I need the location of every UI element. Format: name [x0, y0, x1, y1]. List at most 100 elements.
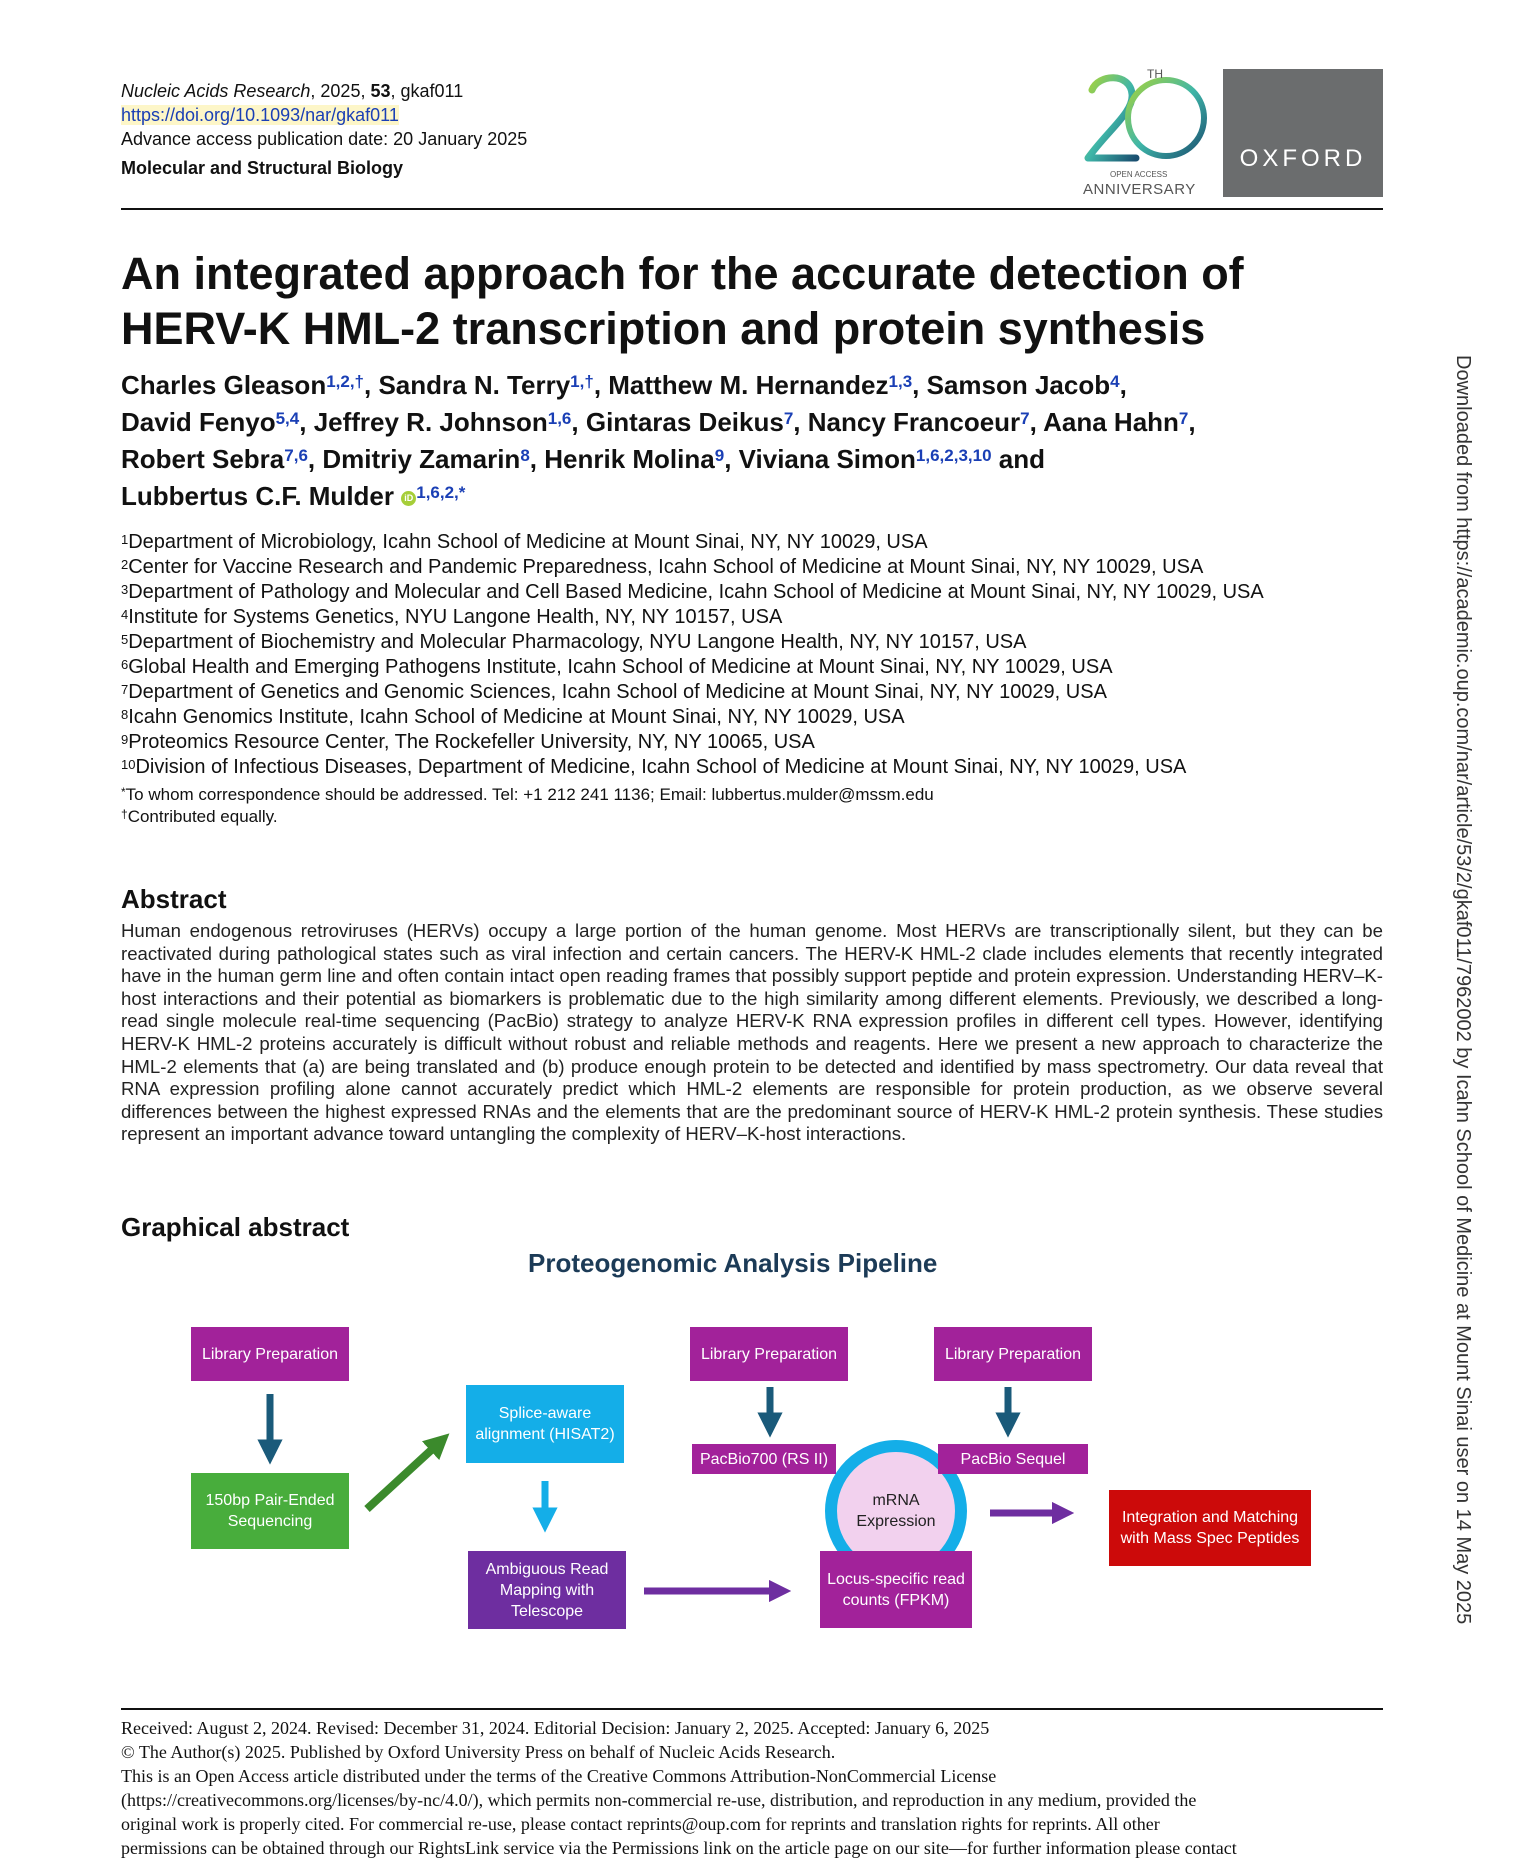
author-sep: ,: [1188, 407, 1196, 437]
mrna-expression-label: mRNA Expression: [856, 1492, 936, 1530]
sequencing-box: 150bp Pair-Ended Sequencing: [191, 1473, 349, 1549]
article-id: , gkaf011: [390, 81, 464, 101]
author-sep: ,: [593, 370, 609, 400]
arrow-seq-to-splice: [364, 1433, 450, 1512]
pacbio700-box: PacBio700 (RS II): [692, 1444, 836, 1474]
author-affil-ref[interactable]: 7: [783, 409, 794, 428]
author-name[interactable]: Lubbertus C.F. Mulder: [121, 481, 394, 511]
affil-num: 6: [121, 657, 129, 672]
affiliation: 10Division of Infectious Diseases, Depar…: [121, 755, 1391, 780]
library-prep-box-2: Library Preparation: [690, 1327, 848, 1381]
author-line-2: David Fenyo5,4, Jeffrey R. Johnson1,6, G…: [121, 404, 1281, 441]
anniversary-th: TH: [1147, 67, 1163, 81]
affiliation: 9Proteomics Resource Center, The Rockefe…: [121, 730, 1391, 755]
author-sep: ,: [1119, 370, 1127, 400]
abstract-body: Human endogenous retroviruses (HERVs) oc…: [121, 920, 1383, 1145]
affil-num: 5: [121, 632, 129, 647]
pipeline-title: Proteogenomic Analysis Pipeline: [528, 1248, 938, 1278]
license-line: (https://creativecommons.org/licenses/by…: [121, 1790, 1197, 1810]
article-footer: Received: August 2, 2024. Revised: Decem…: [121, 1716, 1383, 1866]
author-sep: and: [991, 444, 1045, 474]
author-name[interactable]: Jeffrey R. Johnson: [313, 407, 548, 437]
anniversary-small: OPEN ACCESS: [1110, 170, 1168, 179]
author-affil-ref[interactable]: 1,6,2,3,10: [915, 446, 992, 465]
volume: 53: [370, 81, 391, 101]
journal-name: Nucleic Acids Research: [121, 81, 311, 101]
author-affil-ref[interactable]: 1,2,†: [326, 372, 365, 391]
affil-text: Division of Infectious Diseases, Departm…: [135, 756, 1187, 778]
author-affil-ref[interactable]: 1,6: [547, 409, 572, 428]
orcid-icon[interactable]: iD: [401, 490, 417, 506]
author-affil-ref[interactable]: 7,6: [284, 446, 308, 465]
doi-link[interactable]: https://doi.org/10.1093/nar/gkaf011: [121, 105, 399, 125]
affil-text: Institute for Systems Genetics, NYU Lang…: [128, 606, 783, 628]
author-name[interactable]: Aana Hahn: [1043, 407, 1179, 437]
author-affil-ref[interactable]: 9: [714, 446, 725, 465]
title-line-2: HERV-K HML-2 transcription and protein s…: [121, 303, 1206, 354]
author-sep: ,: [571, 407, 586, 437]
anniversary-20-icon: [1084, 74, 1207, 162]
author-name[interactable]: Gintaras Deikus: [585, 407, 784, 437]
author-name[interactable]: Henrik Molina: [544, 444, 715, 474]
affiliation: 1Department of Microbiology, Icahn Schoo…: [121, 530, 1391, 555]
author-name[interactable]: Samson Jacob: [926, 370, 1111, 400]
author-affil-ref[interactable]: 4: [1110, 372, 1120, 391]
author-affil-ref[interactable]: 1,6,2,*: [416, 483, 466, 502]
license-line: This is an Open Access article distribut…: [121, 1766, 997, 1786]
author-name[interactable]: Viviana Simon: [738, 444, 916, 474]
author-name[interactable]: Sandra N. Terry: [378, 370, 571, 400]
author-sep: ,: [299, 407, 314, 437]
author-sep: ,: [912, 370, 927, 400]
author-affil-ref[interactable]: 1,†: [570, 372, 594, 391]
author-name[interactable]: Dmitriy Zamarin: [322, 444, 521, 474]
author-name[interactable]: David Fenyo: [121, 407, 276, 437]
author-affil-ref[interactable]: 7: [1020, 409, 1030, 428]
citation-year: , 2025,: [310, 81, 371, 101]
citation-line: Nucleic Acids Research, 2025, 53, gkaf01…: [121, 80, 463, 103]
author-name[interactable]: Charles Gleason: [121, 370, 327, 400]
affil-num: 7: [121, 682, 129, 697]
splice-alignment-box: Splice-aware alignment (HISAT2): [466, 1385, 624, 1463]
author-list: Charles Gleason1,2,†, Sandra N. Terry1,†…: [121, 367, 1281, 515]
library-prep-box-1: Library Preparation: [191, 1327, 349, 1381]
author-sep: ,: [724, 444, 739, 474]
correspondence-line: *To whom correspondence should be addres…: [121, 784, 1321, 806]
author-affil-ref[interactable]: 8: [520, 446, 530, 465]
star-mark: *: [121, 785, 126, 799]
affil-num: 9: [121, 732, 129, 747]
article-title: An integrated approach for the accurate …: [121, 246, 1244, 356]
affil-text: Center for Vaccine Research and Pandemic…: [128, 556, 1204, 578]
title-line-1: An integrated approach for the accurate …: [121, 248, 1244, 299]
abstract-heading: Abstract: [121, 884, 227, 914]
affiliation-list: 1Department of Microbiology, Icahn Schoo…: [121, 530, 1391, 780]
affil-text: Proteomics Resource Center, The Rockefel…: [128, 731, 815, 753]
affil-text: Department of Genetics and Genomic Scien…: [128, 681, 1107, 703]
locus-counts-box: Locus-specific read counts (FPKM): [820, 1551, 972, 1628]
affil-text: Icahn Genomics Institute, Icahn School o…: [128, 706, 905, 728]
affiliation: 6Global Health and Emerging Pathogens In…: [121, 655, 1391, 680]
pacbio-sequel-box: PacBio Sequel: [938, 1444, 1088, 1474]
author-affil-ref[interactable]: 5,4: [275, 409, 300, 428]
header-rule: [121, 208, 1383, 210]
affil-num: 1: [121, 532, 129, 547]
author-line-1: Charles Gleason1,2,†, Sandra N. Terry1,†…: [121, 367, 1281, 404]
author-affil-ref[interactable]: 7: [1178, 409, 1189, 428]
affiliation: 5Department of Biochemistry and Molecula…: [121, 630, 1391, 655]
equal-text: Contributed equally.: [127, 807, 278, 826]
graphical-abstract-heading: Graphical abstract: [121, 1212, 350, 1242]
section-label: Molecular and Structural Biology: [121, 158, 404, 178]
affiliation: 2Center for Vaccine Research and Pandemi…: [121, 555, 1391, 580]
author-name[interactable]: Matthew M. Hernandez: [608, 370, 889, 400]
affil-num: 3: [121, 582, 129, 597]
author-sep: ,: [793, 407, 808, 437]
author-name[interactable]: Robert Sebra: [121, 444, 285, 474]
affil-text: Department of Pathology and Molecular an…: [128, 581, 1264, 603]
anniversary-label: ANNIVERSARY: [1083, 181, 1196, 198]
affiliation: 8Icahn Genomics Institute, Icahn School …: [121, 705, 1391, 730]
publisher-name: OXFORD: [1239, 145, 1367, 172]
author-affil-ref[interactable]: 1,3: [888, 372, 913, 391]
copyright: © The Author(s) 2025. Published by Oxfor…: [121, 1742, 836, 1762]
affil-num: 8: [121, 707, 129, 722]
author-name[interactable]: Nancy Francoeur: [807, 407, 1021, 437]
